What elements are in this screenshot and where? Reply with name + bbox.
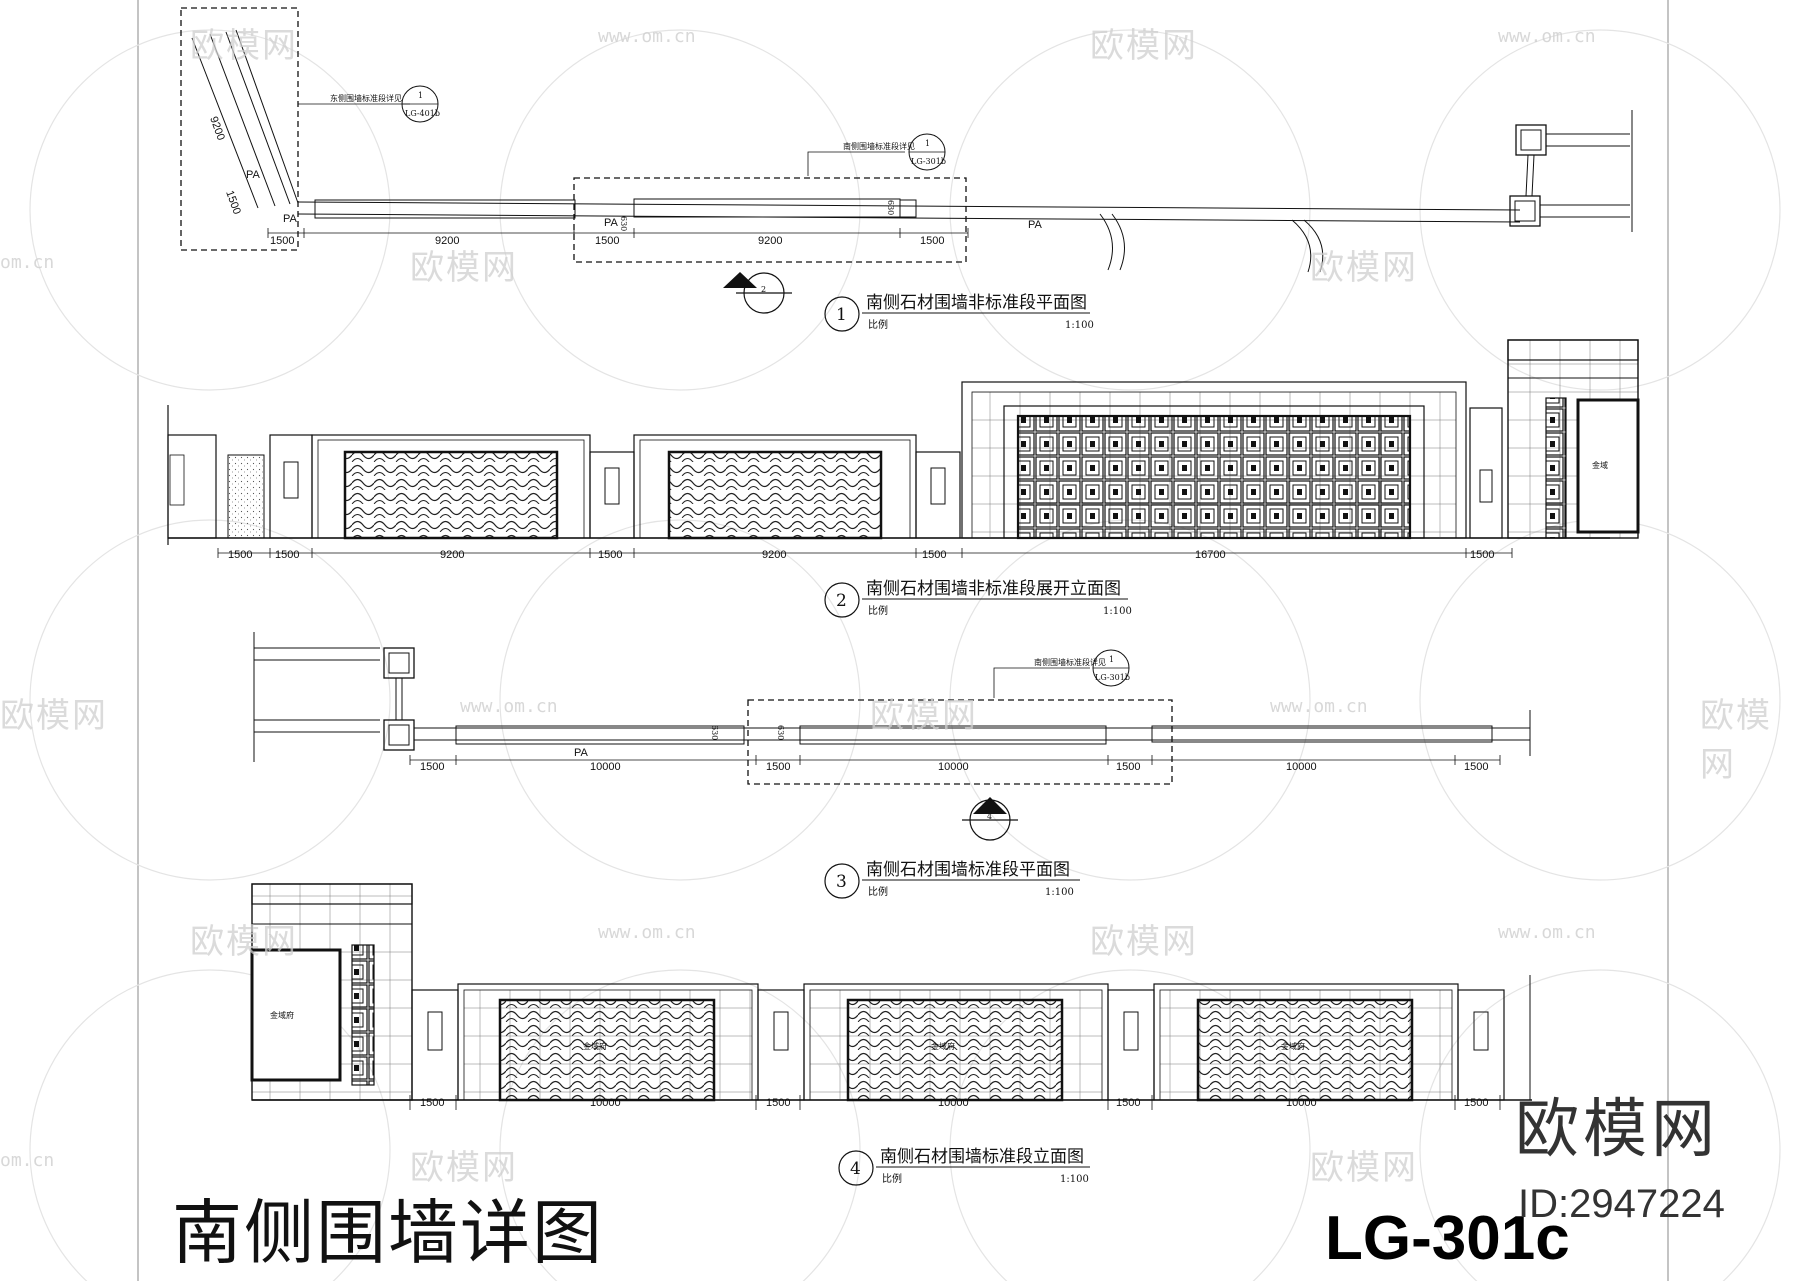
dim-label: 10000 [938,1097,969,1109]
section-marker-4: 4 [962,797,1018,841]
dim-label: 10000 [590,761,621,773]
dim-label: 10000 [1286,761,1317,773]
view-title-1: 1 南侧石材围墙非标准段平面图 比例 1:100 [824,293,1094,332]
dim-label: 1500 [270,235,294,247]
material-label: PA [283,213,298,225]
sheet-title: 南侧围墙详图 [172,1192,604,1274]
panel-sign: 金域府 [931,1041,955,1051]
material-label: PA [1028,219,1043,231]
panel-sign: 金域府 [583,1041,607,1051]
dim-label: 1500 [1470,549,1494,561]
dim-label: 1500 [420,1097,444,1109]
view-title: 南侧石材围墙标准段平面图 [866,860,1070,880]
callout-label: 南侧围墙标准段详见 [843,141,915,151]
callout-2: 南侧围墙标准段详见 1 LG-301b [843,133,946,171]
callout-ref: LG-301b [911,157,946,166]
callout-ref: LG-401b [405,109,440,118]
scale-value: 1:100 [1045,887,1074,898]
section-number: 2 [761,285,766,294]
dim-label: 16700 [1195,549,1226,561]
dim-label: 1500 [1116,1097,1140,1109]
dim-label: 10000 [1286,1097,1317,1109]
dim-label: 9200 [762,549,786,561]
scale-label: 比例 [868,318,888,331]
dim-label: 1500 [920,235,944,247]
scale-value: 1:100 [1065,320,1094,331]
plan-3-labels: 1500 10000 1500 10000 1500 10000 1500 PA… [420,725,1488,773]
dim-label: 630 [710,725,719,740]
view-title-4: 4 南侧石材围墙标准段立面图 比例 1:100 [838,1147,1090,1186]
gate-sign: 金域府 [270,1010,294,1020]
dim-label: 630 [619,216,628,231]
callout-ref: LG-301b [1095,673,1130,682]
dim-label: 1500 [420,761,444,773]
dim-label: 630 [886,200,895,215]
dim-label: 1500 [766,761,790,773]
view-title-3: 3 南侧石材围墙标准段平面图 比例 1:100 [824,860,1080,899]
callout-label: 南侧围墙标准段详见 [1034,657,1106,667]
callout-number: 1 [925,139,930,148]
scale-label: 比例 [868,885,888,898]
section-marker-2: 2 [723,272,792,314]
dim-label: 1500 [223,189,243,216]
material-label: PA [604,217,619,229]
callout-number: 1 [418,91,423,100]
dim-label: 1500 [595,235,619,247]
material-label: PA [574,747,589,759]
scale-value: 1:100 [1103,606,1132,617]
callout-1: 东侧围墙标准段详见 1 LG-401b [330,85,440,123]
dim-label: 1500 [1116,761,1140,773]
scale-label: 比例 [868,604,888,617]
section-number: 4 [987,812,992,821]
callout-label: 东侧围墙标准段详见 [330,93,402,103]
panel-sign: 金域府 [1281,1041,1305,1051]
material-label: PA [246,169,261,181]
dim-label: 1500 [922,549,946,561]
dim-label: 1500 [598,549,622,561]
view-title: 南侧石材围墙非标准段展开立面图 [866,579,1121,599]
plan-1-labels: 1500 9200 1500 9200 1500 9200 1500 PA PA… [207,115,1042,247]
dim-label: 630 [776,725,785,740]
view-number: 2 [836,591,847,611]
view-number: 4 [850,1159,861,1179]
dim-label: 1500 [275,549,299,561]
plan-1 [180,7,1633,273]
gate-sign: 金域 [1592,460,1608,470]
view-title-2: 2 南侧石材围墙非标准段展开立面图 比例 1:100 [824,579,1132,618]
dim-label: 1500 [1464,1097,1488,1109]
scale-value: 1:100 [1060,1174,1089,1185]
dim-label: 9200 [440,549,464,561]
dim-label: 9200 [758,235,782,247]
brand-logo-text: 欧模网 [1515,1093,1719,1167]
view-title: 南侧石材围墙非标准段平面图 [866,293,1087,313]
elevation-2 [167,339,1640,558]
dim-label: 10000 [938,761,969,773]
dim-label: 1500 [1464,761,1488,773]
elevation-4-labels: 1500 10000 1500 10000 1500 10000 1500 金域… [270,1010,1488,1109]
callout-3: 南侧围墙标准段详见 1 LG-301b [1034,649,1130,687]
plan-3 [253,632,1531,785]
view-number: 1 [836,305,847,325]
callout-number: 1 [1109,655,1114,664]
brand-id: ID:2947224 [1518,1182,1725,1226]
sheet-code: LG-301c [1325,1204,1570,1273]
dim-label: 9200 [435,235,459,247]
elevation-4 [250,883,1532,1110]
dim-label: 10000 [590,1097,621,1109]
scale-label: 比例 [882,1172,902,1185]
view-title: 南侧石材围墙标准段立面图 [880,1147,1084,1167]
elevation-2-labels: 1500 1500 9200 1500 9200 1500 16700 1500… [228,460,1608,561]
dim-label: 1500 [766,1097,790,1109]
dim-label: 1500 [228,549,252,561]
view-number: 3 [836,872,847,892]
